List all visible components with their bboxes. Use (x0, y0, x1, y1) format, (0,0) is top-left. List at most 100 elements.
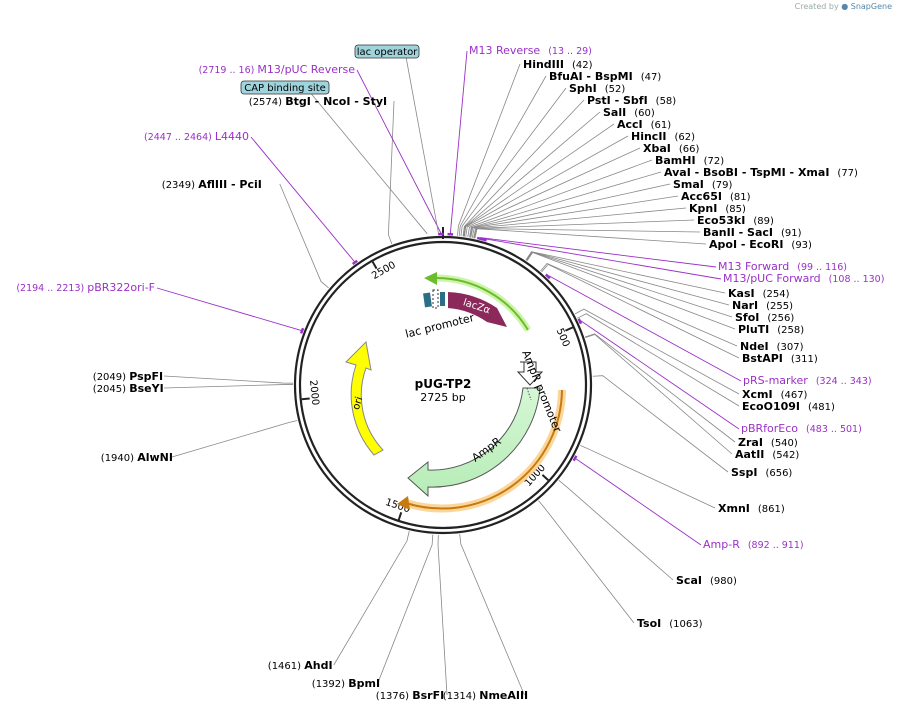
enzyme-leader (585, 334, 733, 455)
enzyme-position: (311) (791, 354, 818, 365)
enzyme-name: AccI (617, 118, 643, 131)
primer-label: M13 Forward (99 .. 116) (718, 260, 847, 273)
enzyme-name: ZraI (738, 436, 763, 449)
enzyme-position: (542) (772, 450, 799, 461)
enzyme-leader (279, 183, 329, 289)
enzyme-name: KpnI (689, 202, 717, 215)
primer-mark (577, 318, 583, 325)
enzyme-name: BfuAI - BspMI (549, 70, 633, 83)
enzyme-leader (473, 219, 695, 239)
enzyme-position: (861) (758, 504, 785, 515)
primer-leader (449, 50, 468, 234)
enzyme-label: SfoI(256) (735, 311, 794, 324)
enzyme-leader (470, 195, 679, 238)
enzyme-name: KasI (728, 287, 755, 300)
enzyme-position: (1940) (101, 453, 137, 464)
enzyme-name: EcoO109I (742, 400, 800, 413)
feature-box-label: lac operator (357, 47, 418, 58)
enzyme-label: BstAPI (311) (742, 352, 818, 365)
orange-feature-arrowhead (397, 496, 410, 510)
enzyme-position: (89) (753, 216, 774, 227)
enzyme-name: XcmI (742, 388, 773, 401)
enzyme-name: ApoI - EcoRI (709, 238, 783, 251)
enzyme-label: (1314) NmeAIII (443, 689, 528, 702)
enzyme-position: (2045) (93, 384, 129, 395)
enzyme-label: (1940) AlwNI (101, 451, 173, 464)
primer-range: (2447 .. 2464) (144, 132, 215, 143)
primer-name: L4440 (215, 130, 249, 143)
enzyme-name: SfoI (735, 311, 759, 324)
enzyme-position: (52) (605, 84, 626, 95)
enzyme-position: (61) (651, 120, 672, 131)
enzyme-position: (2349) (162, 180, 198, 191)
enzyme-leader (474, 228, 707, 245)
enzyme-position: (980) (710, 576, 737, 587)
enzyme-position: (42) (572, 60, 593, 71)
enzyme-leader (592, 375, 729, 473)
primer-range: (99 .. 116) (797, 262, 847, 273)
enzyme-position: (66) (679, 144, 700, 155)
enzyme-label: AvaI - BsoBI - TspMI - XmaI(77) (664, 166, 858, 179)
enzyme-leader (462, 99, 585, 237)
site-labels: HindIII(42)BfuAI - BspMI(47)SphI(52)PstI… (16, 44, 884, 702)
enzyme-name: AatII (735, 448, 764, 461)
feature-box (240, 80, 330, 95)
enzyme-leader (163, 384, 294, 389)
enzyme-leader (558, 480, 674, 581)
ampr-promoter-arrow (516, 361, 544, 386)
enzyme-name: BstAPI (742, 352, 783, 365)
enzyme-position: (62) (675, 132, 696, 143)
plasmid-name: pUG-TP2 (415, 377, 472, 391)
enzyme-label: KpnI (85) (689, 202, 746, 215)
enzyme-position: (1461) (268, 661, 304, 672)
tick-mark (541, 474, 550, 481)
primer-mark (351, 259, 358, 265)
primer-label: (2719 .. 16) M13/pUC Reverse (199, 63, 356, 76)
enzyme-label: BanII - SacI(91) (703, 226, 802, 239)
primer-name: M13 Forward (718, 260, 789, 273)
primer-label: M13/pUC Forward(108 .. 130) (723, 272, 884, 285)
enzyme-position: (258) (777, 325, 804, 336)
enzyme-label: NarI (255) (732, 299, 793, 312)
snapgene-logo-icon: ● (841, 2, 849, 11)
tick-mark (565, 326, 574, 332)
enzyme-leader (467, 159, 653, 238)
lac-operator-mark (423, 292, 432, 308)
primer-label: M13 Reverse(13 .. 29) (469, 44, 592, 57)
enzyme-position: (85) (725, 204, 746, 215)
cap-site-mark (440, 292, 445, 306)
enzyme-name: AflIII - PciI (198, 178, 262, 191)
enzyme-position: (255) (766, 301, 793, 312)
enzyme-leader (333, 531, 410, 666)
enzyme-label: ScaI(980) (676, 574, 737, 587)
enzyme-name: SmaI (673, 178, 704, 191)
enzyme-name: SphI (569, 82, 597, 95)
lacz-arrow (448, 292, 507, 327)
enzyme-leader (457, 63, 521, 236)
enzyme-label: XbaI(66) (643, 142, 700, 155)
enzyme-position: (58) (656, 96, 677, 107)
enzyme-leader (473, 228, 701, 239)
enzyme-label: (1461) AhdI (268, 659, 333, 672)
primer-leader (156, 287, 302, 331)
label-leader-lines (156, 50, 742, 696)
primer-leader (580, 320, 740, 430)
primer-name: M13 Reverse (469, 44, 540, 57)
enzyme-leader (388, 100, 395, 245)
enzyme-leader (460, 87, 567, 237)
primer-leader (484, 238, 722, 280)
enzyme-label: NdeI(307) (740, 340, 804, 353)
feature-box-label: CAP binding site (244, 83, 326, 94)
primer-range: (2194 .. 2213) (16, 283, 87, 294)
enzyme-position: (481) (808, 402, 835, 413)
primer-leader (356, 69, 442, 234)
enzyme-label: EcoO109I (481) (742, 400, 835, 413)
enzyme-leader (580, 445, 716, 509)
enzyme-name: NarI (732, 299, 758, 312)
tick-mark (301, 397, 310, 401)
enzyme-label: AatII (542) (735, 448, 799, 461)
enzyme-position: (2574) (249, 97, 285, 108)
enzyme-label: HindIII(42) (523, 58, 593, 71)
enzyme-leader (574, 308, 740, 395)
